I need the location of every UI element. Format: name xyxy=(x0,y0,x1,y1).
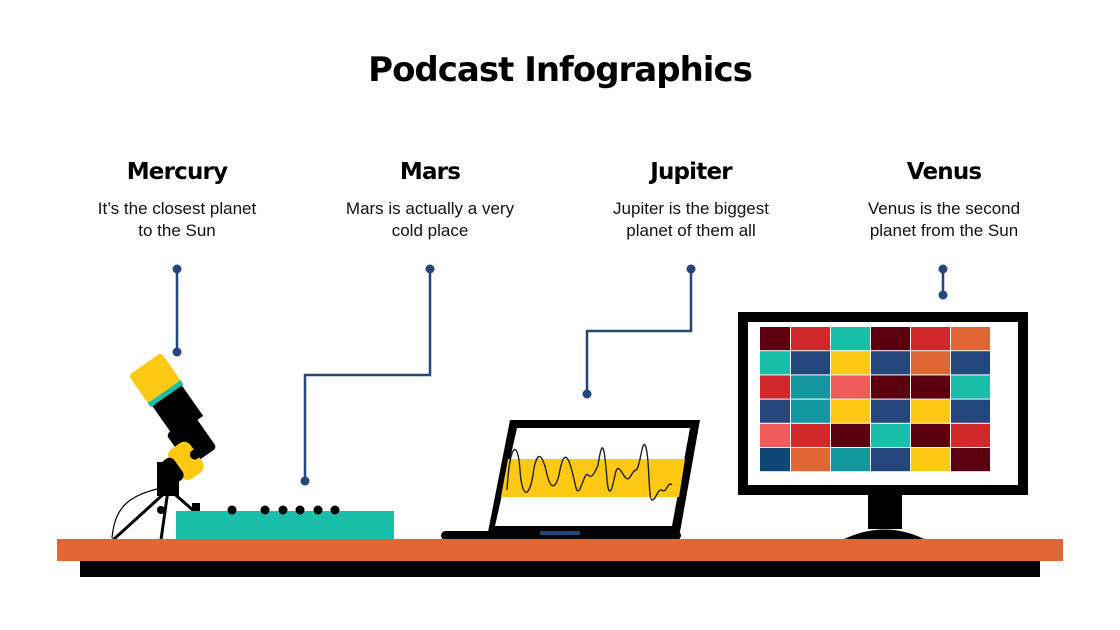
connector-venus xyxy=(938,264,948,300)
grid-cell xyxy=(791,375,830,399)
item-description-line: Jupiter is the biggest xyxy=(613,199,769,218)
item-title: Mercury xyxy=(126,159,228,185)
item-mars: Mars Mars is actually a very cold place xyxy=(310,156,550,242)
grid-cell xyxy=(791,423,830,447)
item-title: Venus xyxy=(906,159,982,185)
monitor-icon xyxy=(738,312,1028,541)
item-title: Mars xyxy=(399,159,461,185)
connector-jupiter xyxy=(582,264,696,399)
laptop-icon xyxy=(441,420,700,540)
item-description-line: planet of them all xyxy=(626,221,756,240)
item-description-line: It’s the closest planet xyxy=(97,199,257,218)
page-title: Podcast Infographics xyxy=(368,50,753,90)
item-title: Jupiter xyxy=(650,159,732,185)
grid-cell xyxy=(871,423,910,447)
grid-cell xyxy=(831,448,870,472)
grid-cell xyxy=(760,399,790,423)
grid-cell xyxy=(951,351,990,375)
grid-cell xyxy=(831,399,870,423)
grid-cell xyxy=(791,351,830,375)
grid-cell xyxy=(951,448,990,472)
item-description: Mars is actually a very cold place xyxy=(310,198,550,242)
grid-cell xyxy=(911,375,950,399)
grid-cell xyxy=(871,399,910,423)
item-description: Venus is the second planet from the Sun xyxy=(824,198,1064,242)
grid-cell xyxy=(791,327,830,351)
item-description-line: Mars is actually a very xyxy=(345,199,515,218)
grid-cell xyxy=(760,351,790,375)
connector-mars xyxy=(300,264,435,486)
item-description: It’s the closest planet to the Sun xyxy=(57,198,297,242)
grid-cell xyxy=(911,448,950,472)
grid-cell xyxy=(760,423,790,447)
grid-cell xyxy=(951,327,990,351)
grid-cell xyxy=(951,423,990,447)
item-description-line: Venus is the second xyxy=(867,199,1021,218)
grid-cell xyxy=(911,351,950,375)
grid-cell xyxy=(791,448,830,472)
grid-cell xyxy=(760,375,790,399)
item-venus: Venus Venus is the second planet from th… xyxy=(824,156,1064,242)
desk xyxy=(57,539,1063,577)
monitor-color-grid xyxy=(760,327,990,472)
item-description-line: cold place xyxy=(391,221,469,240)
grid-cell xyxy=(871,375,910,399)
grid-cell xyxy=(760,448,790,472)
microphone-icon xyxy=(111,353,228,542)
grid-cell xyxy=(871,327,910,351)
grid-cell xyxy=(911,327,950,351)
grid-cell xyxy=(831,423,870,447)
grid-cell xyxy=(831,327,870,351)
item-mercury: Mercury It’s the closest planet to the S… xyxy=(57,156,297,242)
grid-cell xyxy=(871,448,910,472)
item-description: Jupiter is the biggest planet of them al… xyxy=(571,198,811,242)
item-description-line: to the Sun xyxy=(138,221,216,240)
grid-cell xyxy=(871,351,910,375)
grid-cell xyxy=(951,375,990,399)
item-jupiter: Jupiter Jupiter is the biggest planet of… xyxy=(571,156,811,242)
grid-cell xyxy=(951,399,990,423)
grid-cell xyxy=(831,351,870,375)
grid-cell xyxy=(911,423,950,447)
grid-cell xyxy=(760,327,790,351)
grid-cell xyxy=(911,399,950,423)
grid-cell xyxy=(791,399,830,423)
grid-cell xyxy=(831,375,870,399)
item-description-line: planet from the Sun xyxy=(869,221,1019,240)
audio-mixer-icon xyxy=(176,503,394,541)
